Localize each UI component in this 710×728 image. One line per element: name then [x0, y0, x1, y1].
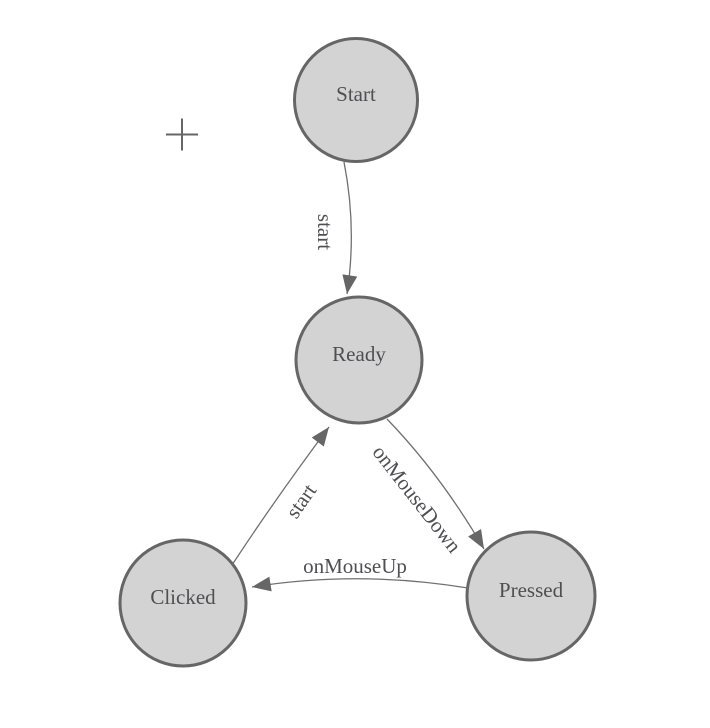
edge-start-to-ready-path[interactable] [342, 161, 358, 295]
state-node-pressed-circle[interactable] [465, 530, 597, 662]
edge-clicked-to-ready-path[interactable] [231, 426, 330, 566]
state-node-clicked-label: Clicked [150, 585, 216, 609]
edge-pressed-to-clicked[interactable]: onMouseUp [251, 554, 469, 592]
state-node-start-circle[interactable] [293, 37, 419, 163]
state-node-ready-label: Ready [332, 342, 386, 366]
state-node-pressed[interactable]: Pressed [465, 530, 597, 662]
edge-start-to-ready-label: start [313, 214, 337, 250]
edge-pressed-to-clicked-path[interactable] [251, 576, 469, 592]
state-node-pressed-label: Pressed [499, 578, 564, 602]
state-node-clicked-circle[interactable] [118, 538, 248, 668]
crosshair-icon [166, 118, 198, 151]
state-node-start[interactable]: Start [293, 37, 419, 163]
state-node-ready-circle[interactable] [294, 295, 424, 425]
state-node-clicked[interactable]: Clicked [118, 538, 248, 668]
edge-pressed-to-clicked-label: onMouseUp [303, 554, 407, 578]
edge-start-to-ready[interactable]: start [313, 161, 358, 295]
edge-ready-to-pressed-path[interactable] [386, 418, 485, 550]
state-node-ready[interactable]: Ready [294, 295, 424, 425]
state-node-start-label: Start [336, 82, 376, 106]
